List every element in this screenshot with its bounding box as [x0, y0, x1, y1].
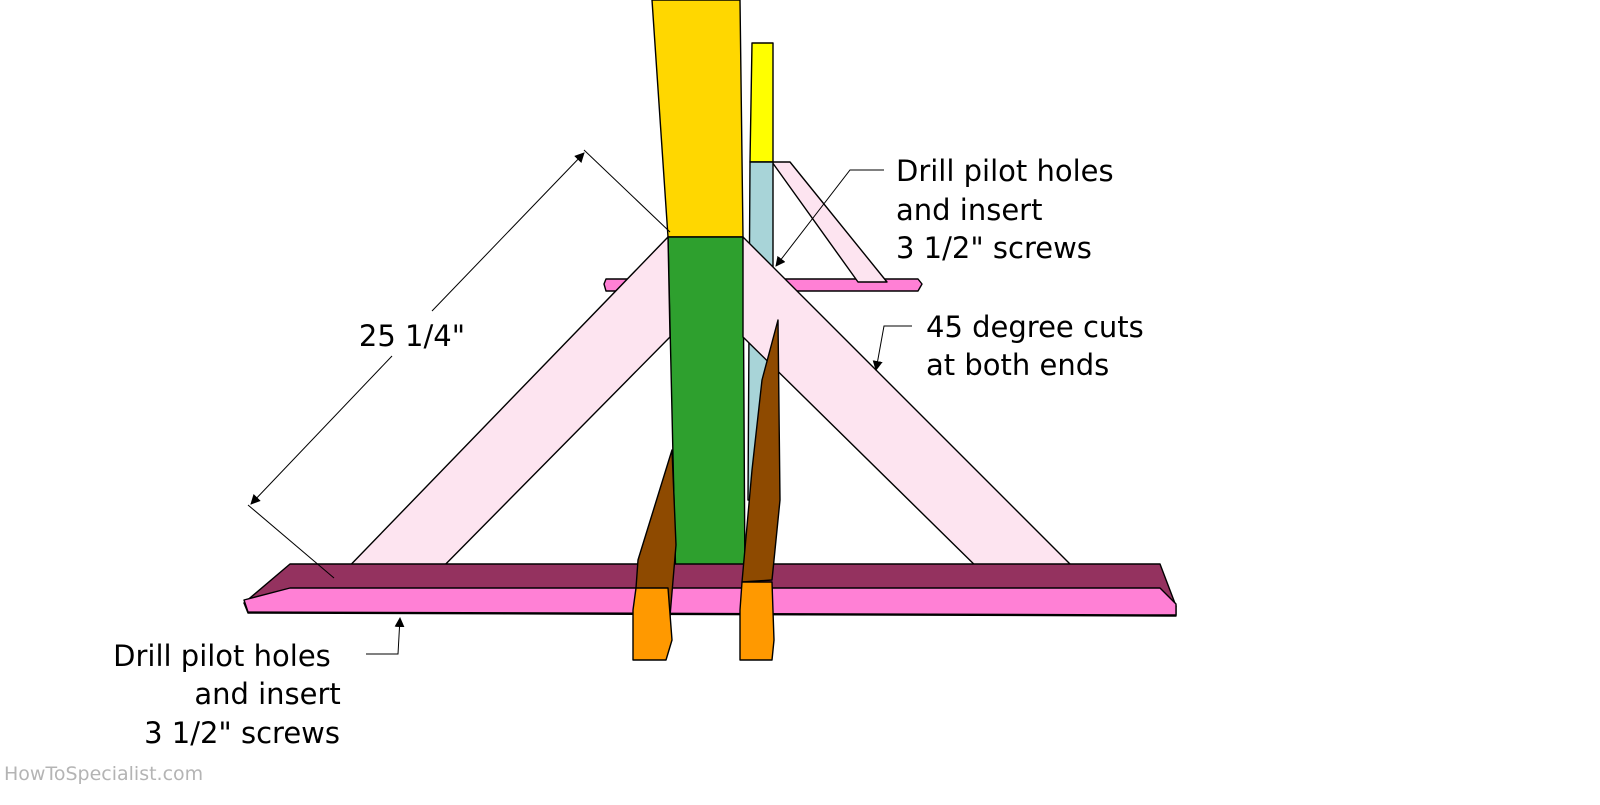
bottom-callout-text: Drill pilot holes and insert 3 1/2" scre… — [113, 639, 350, 750]
dimension-label: 25 1/4" — [359, 319, 465, 353]
cut-callout-leader — [872, 325, 912, 371]
bottom-callout-line-2: and insert — [194, 677, 340, 711]
watermark: HowToSpecialist.com — [4, 763, 203, 785]
bottom-callout-line-1: Drill pilot holes — [113, 639, 331, 673]
top-callout: Drill pilot holes and insert 3 1/2" scre… — [775, 154, 1123, 267]
cut-callout-line-2: at both ends — [926, 348, 1109, 382]
cut-callout: 45 degree cuts at both ends — [872, 310, 1153, 382]
bottom-callout-line-3: 3 1/2" screws — [144, 716, 340, 750]
base-board — [243, 563, 1177, 617]
top-callout-line-1: Drill pilot holes — [896, 154, 1114, 188]
top-callout-text: Drill pilot holes and insert 3 1/2" scre… — [896, 154, 1123, 265]
bottom-callout-leader — [366, 617, 405, 655]
base-board-upper-face — [243, 587, 1177, 616]
brace-left — [335, 236, 671, 581]
back-post-upper — [749, 42, 774, 163]
support-left-face — [632, 587, 673, 661]
support-right-face — [739, 581, 775, 661]
dimension-line-upper — [431, 152, 585, 312]
bottom-callout: Drill pilot holes and insert 3 1/2" scre… — [113, 617, 405, 750]
top-callout-leader — [775, 169, 884, 267]
cut-callout-line-1: 45 degree cuts — [926, 310, 1144, 344]
foot-supports — [632, 319, 781, 661]
dimension-line-lower — [250, 355, 393, 505]
main-post-lower — [667, 236, 746, 589]
cut-callout-text: 45 degree cuts at both ends — [926, 310, 1153, 382]
top-callout-line-2: and insert — [896, 193, 1042, 227]
extension-line-top — [583, 149, 671, 233]
extension-line-bottom — [247, 504, 335, 579]
dimension-annotation: 25 1/4" — [247, 149, 671, 579]
top-callout-line-3: 3 1/2" screws — [896, 231, 1092, 265]
rear-brace-right — [771, 161, 888, 283]
main-post — [651, 0, 746, 589]
main-post-upper — [651, 0, 744, 238]
